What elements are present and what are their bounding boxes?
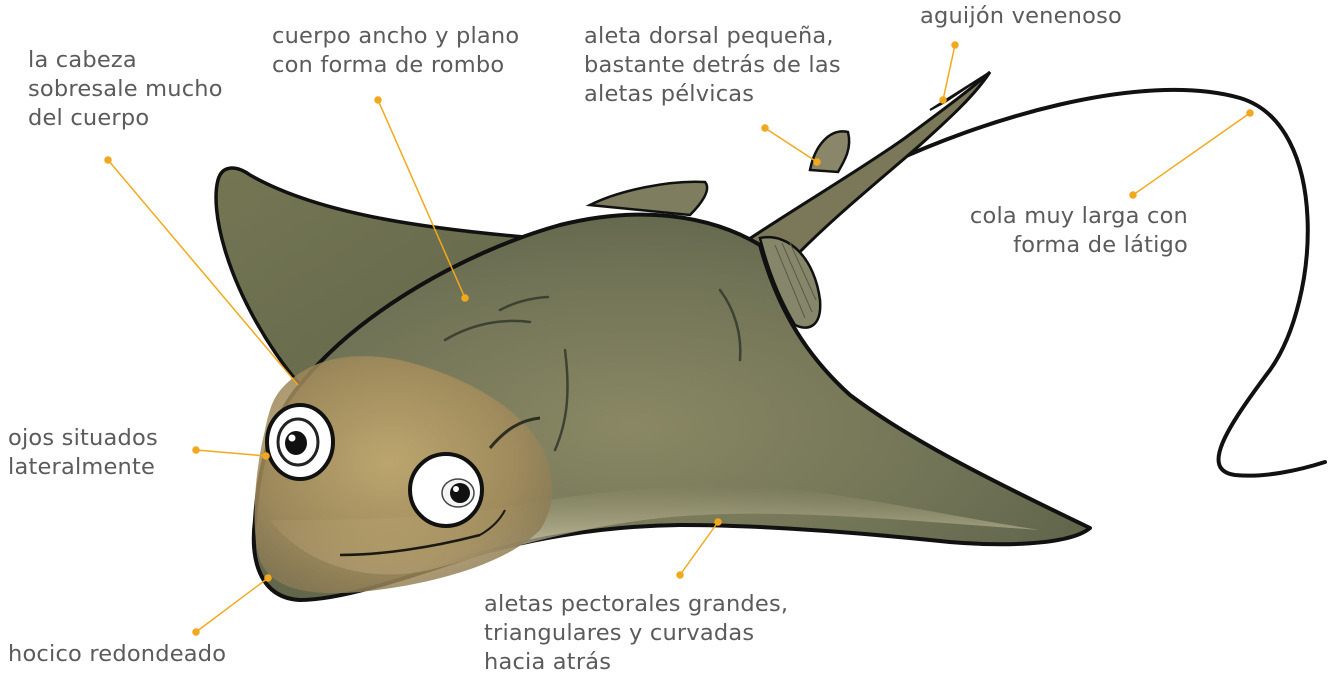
label-tail-line: forma de látigo xyxy=(930,231,1188,260)
left-eye xyxy=(267,405,333,479)
label-pectoral-line: hacia atrás xyxy=(484,648,788,677)
label-pectoral-line: triangulares y curvadas xyxy=(484,619,788,648)
label-dorsal-line: aleta dorsal pequeña, xyxy=(584,22,841,51)
label-dorsal-line: bastante detrás de las xyxy=(584,51,841,80)
label-tail: cola muy larga con forma de látigo xyxy=(930,202,1188,260)
label-pectoral: aletas pectorales grandes, triangulares … xyxy=(484,590,788,677)
label-dorsal-line: aletas pélvicas xyxy=(584,80,841,109)
dorsal-fin xyxy=(810,131,849,172)
label-head-line: la cabeza xyxy=(28,46,223,75)
label-body: cuerpo ancho y plano con forma de rombo xyxy=(272,22,519,80)
label-head: la cabeza sobresale mucho del cuerpo xyxy=(28,46,223,133)
label-pectoral-line: aletas pectorales grandes, xyxy=(484,590,788,619)
label-dorsal: aleta dorsal pequeña, bastante detrás de… xyxy=(584,22,841,109)
label-stinger: aguijón venenoso xyxy=(920,2,1122,31)
right-eye xyxy=(410,454,482,526)
whip-tail xyxy=(880,90,1325,476)
label-snout: hocico redondeado xyxy=(8,640,226,669)
label-eyes: ojos situados lateralmente xyxy=(8,424,158,482)
label-head-line: del cuerpo xyxy=(28,104,223,133)
label-eyes-line: lateralmente xyxy=(8,453,158,482)
label-snout-line: hocico redondeado xyxy=(8,640,226,669)
label-stinger-line: aguijón venenoso xyxy=(920,2,1122,31)
label-head-line: sobresale mucho xyxy=(28,75,223,104)
label-tail-line: cola muy larga con xyxy=(930,202,1188,231)
label-body-line: cuerpo ancho y plano xyxy=(272,22,519,51)
label-eyes-line: ojos situados xyxy=(8,424,158,453)
label-body-line: con forma de rombo xyxy=(272,51,519,80)
far-fin xyxy=(590,182,707,215)
